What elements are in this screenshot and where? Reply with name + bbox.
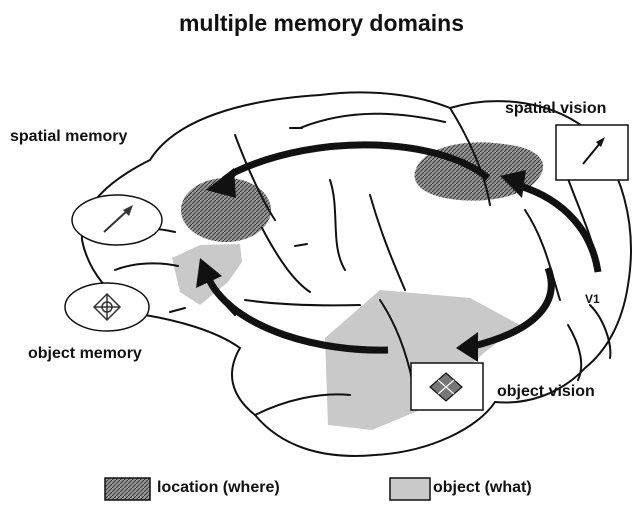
legend-object-swatch [389, 477, 431, 501]
legend-location-label: location (where) [157, 479, 280, 496]
legend-object-label: object (what) [433, 479, 532, 496]
direction-arrow-icon [103, 205, 133, 233]
processing-arrows [201, 141, 602, 354]
spatial-vision-label: spatial vision [505, 100, 607, 117]
v1-dorsal-arrow [518, 182, 602, 273]
location-region-frontal [181, 178, 271, 242]
compass-needle-icon [582, 137, 605, 165]
dorsal-stream-arrow [221, 141, 491, 183]
ventral-stream-arrow [201, 270, 389, 354]
object-shape-icon [92, 292, 122, 322]
arrowhead-frontal-top [206, 168, 236, 198]
arrowhead-frontal-bottom [196, 258, 222, 288]
arrowhead-temporal [456, 332, 478, 362]
object-vision-label: object vision [497, 383, 595, 400]
arrowhead-parietal [500, 170, 526, 198]
spatial-memory-label: spatial memory [10, 128, 128, 145]
legend-location-swatch [104, 477, 151, 501]
object-memory-label: object memory [28, 345, 142, 362]
diagram-title: multiple memory domains [178, 10, 464, 36]
v1-label: V1 [585, 292, 600, 306]
v1-ventral-arrow [469, 266, 555, 351]
arrowheads [196, 168, 526, 362]
object-region-temporal [325, 290, 520, 430]
checker-diamond-icon [429, 372, 463, 402]
